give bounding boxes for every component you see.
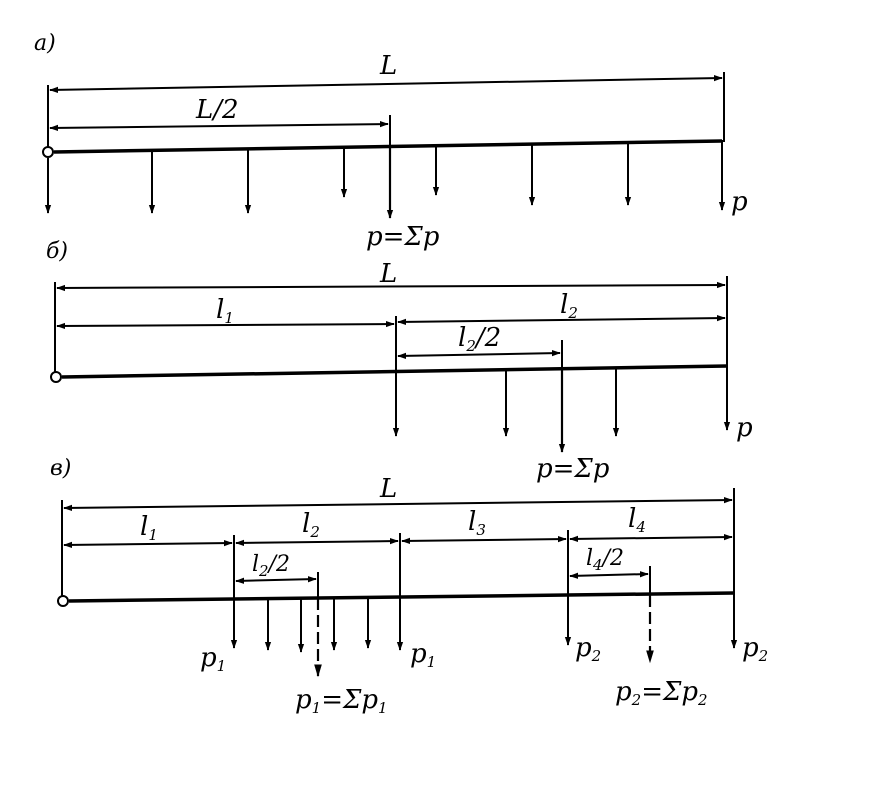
- label-l4: l4: [628, 504, 646, 536]
- label-p1-left: p1: [200, 643, 226, 675]
- label-l2-half: l2/2: [458, 323, 501, 355]
- label-half-L: L/2: [195, 95, 239, 125]
- panel-a-tag: а): [34, 31, 56, 56]
- label-l2-half: l2/2: [252, 552, 290, 580]
- dimension-l2-half: [235, 576, 317, 584]
- dimension-l2-half: [397, 350, 561, 359]
- dimension-l2: [397, 314, 726, 326]
- dimension-l2: [235, 537, 399, 547]
- panel-c: в) L l1 l2 l3 l4 l2/2 l4/2: [50, 456, 768, 717]
- beam: [68, 591, 735, 603]
- label-p: p: [731, 187, 748, 217]
- label-l4-half: l4/2: [586, 546, 624, 574]
- dimension-l3: [401, 535, 567, 545]
- label-l3: l3: [468, 507, 486, 539]
- dimension-L: [49, 74, 723, 94]
- label-L: L: [379, 51, 397, 81]
- label-resultant: p=Σp: [536, 454, 610, 484]
- label-l1: l1: [140, 512, 158, 544]
- hinge-support: [42, 146, 54, 158]
- dimension-l1: [63, 539, 233, 549]
- dimension-l1: [56, 320, 395, 330]
- label-L: L: [379, 474, 397, 504]
- label-l1: l1: [216, 295, 234, 327]
- hinge-support: [50, 371, 62, 383]
- beam: [53, 139, 723, 154]
- panel-b: б) L l1 l2 l2/2 p p=Σp: [46, 239, 753, 484]
- label-l2: l2: [560, 290, 578, 322]
- label-p: p: [736, 413, 753, 443]
- label-L: L: [379, 259, 397, 289]
- panel-a: а) L L/2 p p=Σp: [34, 31, 748, 252]
- dimension-L: [63, 496, 733, 512]
- dimension-half-L: [49, 120, 389, 132]
- label-resultant-2: p2=Σp2: [615, 677, 708, 709]
- panel-b-tag: б): [46, 239, 68, 264]
- label-p2-right: p2: [742, 633, 768, 665]
- hinge-support: [57, 595, 69, 607]
- label-p2-left: p2: [575, 633, 601, 665]
- label-p1-right: p1: [410, 639, 436, 671]
- label-l2: l2: [302, 509, 320, 541]
- dimension-l4-half: [569, 571, 649, 579]
- label-resultant-1: p1=Σp1: [295, 685, 388, 717]
- dimension-l4: [569, 533, 733, 543]
- label-resultant: p=Σp: [366, 222, 440, 252]
- panel-c-tag: в): [50, 456, 71, 481]
- dimension-L: [56, 281, 726, 292]
- beam: [61, 364, 728, 379]
